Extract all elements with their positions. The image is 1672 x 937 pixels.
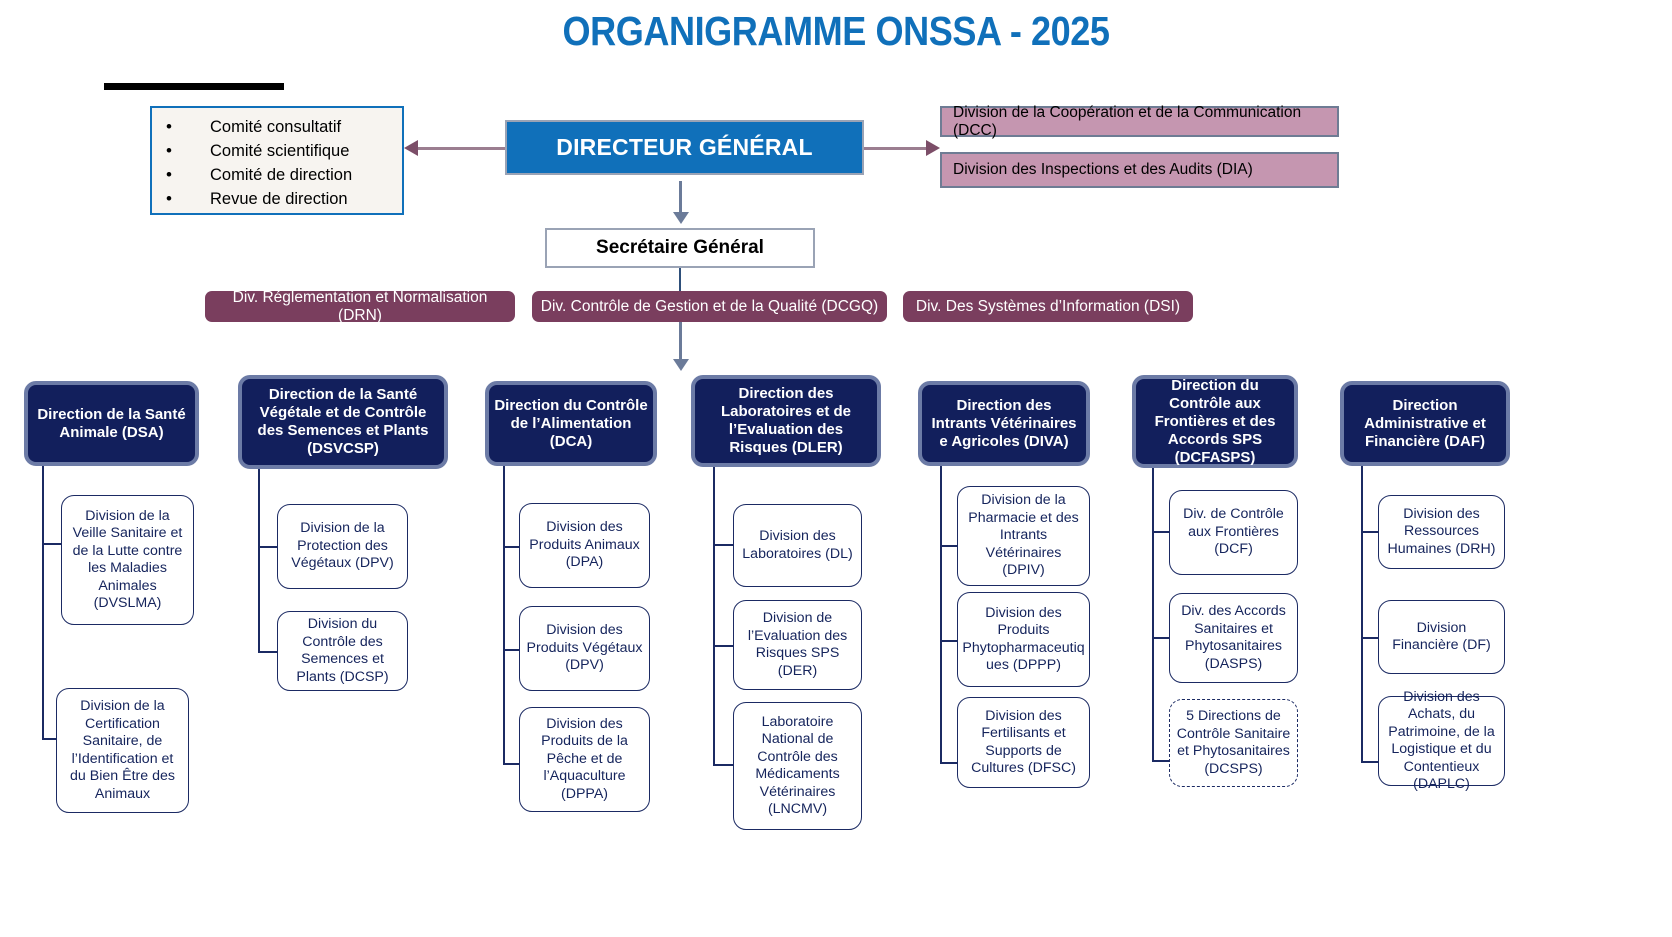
bullet-icon: • <box>166 165 172 184</box>
committee-item-label: Comité consultatif <box>210 118 342 136</box>
direction-daf-box: Direction Administrative et Financière (… <box>1340 381 1510 466</box>
arrow-head-right-icon <box>926 140 940 157</box>
division-drn-box: Div. Réglementation et Normalisation (DR… <box>205 289 515 324</box>
sub-division-drh-box: Division des Ressources Humaines (DRH) <box>1378 495 1505 569</box>
connector-branch-dler-1 <box>713 544 733 547</box>
division-dcc-box: Division de la Coopération et de la Comm… <box>940 104 1339 139</box>
arrow-sg-to-directions <box>679 322 682 360</box>
bullet-icon: • <box>166 117 172 136</box>
sub-division-df-box: Division Financière (DF) <box>1378 600 1505 674</box>
connector-branch-dsa-2 <box>42 738 59 741</box>
list-item: • Comité de direction <box>152 163 402 187</box>
sub-division-dcf-box: Div. de Contrôle aux Frontières (DCF) <box>1169 490 1298 575</box>
arrow-dg-to-secretaire <box>679 181 682 213</box>
connector-branch-diva-2 <box>940 640 957 643</box>
direction-dler-box: Direction des Laboratoires et de l’Evalu… <box>691 375 881 467</box>
page-title: ORGANIGRAMME ONSSA - 2025 <box>562 8 1110 54</box>
connector-branch-dsa-1 <box>42 543 61 546</box>
direction-dcfasps-box: Direction du Contrôle aux Frontières et … <box>1132 375 1298 468</box>
connector-trunk-daf <box>1361 466 1364 761</box>
sub-division-dfsc-box: Division des Fertilisants et Supports de… <box>957 697 1090 788</box>
connector-branch-diva-1 <box>940 545 957 548</box>
connector-branch-dca-2 <box>503 649 519 652</box>
connector-trunk-dca <box>503 466 506 763</box>
connector-branch-dler-2 <box>713 645 733 648</box>
connector-branch-dler-3 <box>713 764 733 767</box>
sub-division-dpa-box: Division des Produits Animaux (DPA) <box>519 503 650 588</box>
committee-item-label: Comité scientifique <box>210 142 350 160</box>
sub-division-certification-box: Division de la Certification Sanitaire, … <box>56 688 189 813</box>
direction-dca-box: Direction du Contrôle de l’Alimentation … <box>485 381 657 466</box>
connector-branch-dca-1 <box>503 546 519 549</box>
bullet-icon: • <box>166 141 172 160</box>
connector-trunk-dsvcsp <box>258 469 261 651</box>
connector-branch-dcfasps-1 <box>1152 531 1169 534</box>
sub-division-daplc-box: Division des Achats, du Patrimoine, de l… <box>1378 689 1505 792</box>
sub-division-dpv-protection-box: Division de la Protection des Végétaux (… <box>277 504 408 589</box>
committee-box: • Comité consultatif • Comité scientifiq… <box>150 106 404 215</box>
connector-trunk-dcfasps <box>1152 468 1155 760</box>
arrow-dg-to-right-divisions <box>864 140 940 157</box>
direction-dsvcsp-box: Direction de la Santé Végétale et de Con… <box>238 375 448 469</box>
list-item: • Revue de direction <box>152 187 402 211</box>
sub-division-dasps-box: Div. des Accords Sanitaires et Phytosani… <box>1169 593 1298 683</box>
connector-branch-dsvcsp-2 <box>258 651 277 654</box>
connector-branch-daf-1 <box>1361 531 1378 534</box>
connector-branch-diva-3 <box>940 762 957 765</box>
secretaire-general-box: Secrétaire Général <box>545 228 815 268</box>
list-item: • Comité scientifique <box>152 139 402 163</box>
director-general-box: DIRECTEUR GÉNÉRAL <box>505 120 864 175</box>
sub-division-dl-box: Division des Laboratoires (DL) <box>733 504 862 587</box>
connector-branch-dcfasps-3 <box>1152 760 1169 763</box>
committee-item-label: Revue de direction <box>210 190 348 208</box>
sub-division-dpv-produits-box: Division des Produits Végétaux (DPV) <box>519 606 650 691</box>
arrow-dg-to-committee <box>404 140 505 157</box>
committee-item-label: Comité de direction <box>210 166 353 184</box>
list-item: • Comité consultatif <box>152 115 402 139</box>
sub-division-dppa-box: Division des Produits de la Pêche et de … <box>519 707 650 812</box>
direction-diva-box: Direction des Intrants Vétérinaires e Ag… <box>918 381 1090 466</box>
connector-sg-to-divisions <box>679 268 682 293</box>
division-dcgq-box: Div. Contrôle de Gestion et de la Qualit… <box>532 291 887 322</box>
black-bar-decoration <box>104 83 284 90</box>
direction-dsa-box: Direction de la Santé Animale (DSA) <box>24 381 199 466</box>
division-dsi-box: Div. Des Systèmes d’Information (DSI) <box>903 291 1193 322</box>
connector-branch-dca-3 <box>503 763 519 766</box>
connector-branch-daf-2 <box>1361 637 1378 640</box>
sub-division-der-box: Division de l’Evaluation des Risques SPS… <box>733 600 862 690</box>
connector-branch-dsvcsp-1 <box>258 546 277 549</box>
connector-trunk-dler <box>713 467 716 764</box>
sub-division-dvslma-box: Division de la Veille Sanitaire et de la… <box>61 495 194 625</box>
connector-trunk-diva <box>940 466 943 762</box>
connector-branch-dcfasps-2 <box>1152 637 1169 640</box>
connector-branch-daf-3 <box>1361 761 1378 764</box>
sub-division-dcsp-box: Division du Contrôle des Semences et Pla… <box>277 611 408 691</box>
sub-division-dppp-box: Division des Produits Phytopharmaceutiq … <box>957 592 1090 687</box>
connector-trunk-dsa <box>42 466 45 738</box>
sub-division-lncmv-box: Laboratoire National de Contrôle des Méd… <box>733 702 862 830</box>
division-dia-box: Division des Inspections et des Audits (… <box>940 152 1339 188</box>
arrow-head-left-icon <box>404 140 418 157</box>
sub-division-dcsps-box: 5 Directions de Contrôle Sanitaire et Ph… <box>1169 699 1298 787</box>
sub-division-dpiv-box: Division de la Pharmacie et des Intrants… <box>957 486 1090 586</box>
bullet-icon: • <box>166 189 172 208</box>
